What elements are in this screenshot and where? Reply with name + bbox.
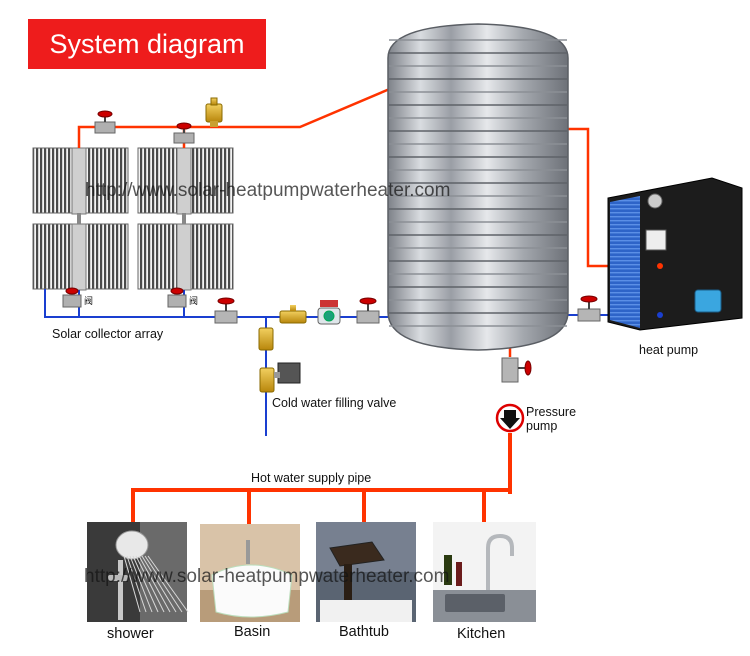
- solar-collector-array: [32, 147, 234, 291]
- pressure-pump-icon[interactable]: [495, 403, 525, 433]
- cold-water-filling-valve-label: Cold water filling valve: [272, 396, 397, 410]
- gate-valve-icon[interactable]: [167, 287, 187, 308]
- solar-panel-bottom-left: [32, 223, 129, 291]
- heat-pump-unit: [607, 177, 743, 331]
- water-stream: [141, 555, 177, 613]
- water-stream: [129, 555, 153, 613]
- water-stream: [144, 555, 183, 613]
- hot-water-supply-pipe: [131, 488, 512, 530]
- solar-panel-top-right: [137, 147, 234, 215]
- outlet-label-shower: shower: [107, 626, 154, 642]
- gate-valve-icon[interactable]: [356, 297, 380, 324]
- basin-photo: [200, 524, 300, 622]
- ball-valve-icon[interactable]: [279, 305, 307, 324]
- water-stream: [138, 555, 171, 613]
- solar-panel-bottom-right: [137, 223, 234, 291]
- solar-collector-array-label: Solar collector array: [52, 327, 164, 341]
- gate-valve-icon[interactable]: [501, 357, 532, 383]
- valve-mark: 阀: [189, 296, 199, 306]
- page-title: System diagram: [28, 19, 266, 69]
- outlet-label-bathtub: Bathtub: [339, 624, 389, 640]
- gate-valve-icon[interactable]: [577, 295, 601, 322]
- solar-cold-supply-pipe: [44, 289, 388, 318]
- shower-photo: [87, 522, 189, 622]
- hot-water-supply-pipe-label: Hot water supply pipe: [251, 471, 372, 485]
- shower-spray: [123, 555, 189, 613]
- heat-pump-label: heat pump: [639, 343, 699, 357]
- gate-valve-icon[interactable]: [214, 297, 238, 324]
- solar-panel-top-left: [32, 147, 129, 215]
- outlet-label-kitchen: Kitchen: [457, 626, 506, 642]
- gate-valve-icon[interactable]: [173, 122, 195, 144]
- kitchen-photo: [433, 522, 536, 622]
- solar-hot-return-pipe: [77, 86, 393, 148]
- gate-valve-icon[interactable]: [94, 110, 116, 134]
- water-stream: [147, 555, 189, 613]
- circulation-pump-icon[interactable]: [317, 300, 341, 325]
- outlet-label-basin: Basin: [234, 624, 271, 640]
- valve-mark: 阀: [84, 296, 94, 306]
- water-storage-tank: [387, 23, 569, 351]
- water-stream: [135, 555, 165, 613]
- bathtub-photo: [316, 522, 416, 622]
- water-stream: [123, 555, 141, 613]
- water-stream: [132, 555, 159, 613]
- water-stream: [126, 555, 147, 613]
- tank-bands: [389, 39, 567, 327]
- pressure-pump-label: Pressure pump: [526, 405, 577, 433]
- cold-water-filling-valve-icon[interactable]: [258, 327, 301, 393]
- air-vent-icon: [205, 97, 223, 127]
- gate-valve-icon[interactable]: [62, 287, 82, 308]
